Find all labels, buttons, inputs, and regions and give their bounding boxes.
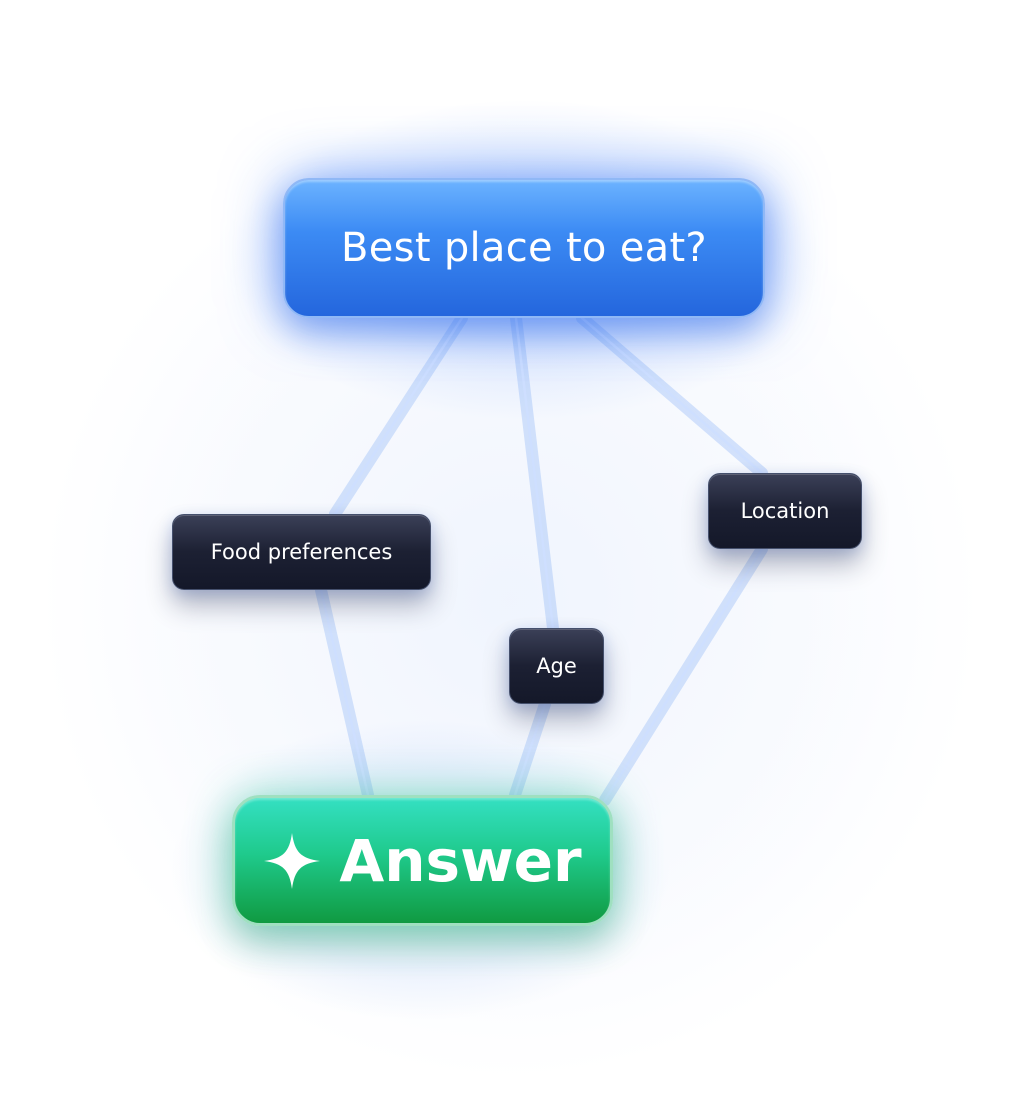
factor-node-food-preferences: Food preferences (172, 514, 431, 590)
connector-location-answer (599, 543, 768, 806)
factor-node-location: Location (708, 473, 862, 549)
answer-label: Answer (339, 826, 582, 895)
question-node: Best place to eat? (283, 178, 765, 318)
factor-node-age: Age (509, 628, 604, 704)
factor-label-food-preferences: Food preferences (210, 540, 393, 564)
connector-question-age (510, 312, 559, 634)
connector-age-answer (509, 698, 551, 801)
factor-label-location: Location (740, 499, 830, 523)
sparkle-icon (263, 832, 321, 890)
factor-label-age: Age (536, 654, 577, 678)
answer-node: Answer (232, 795, 613, 926)
connector-question-location (576, 312, 768, 479)
connector-food-answer (315, 584, 374, 801)
connector-question-food (329, 312, 468, 520)
question-label: Best place to eat? (341, 225, 707, 271)
